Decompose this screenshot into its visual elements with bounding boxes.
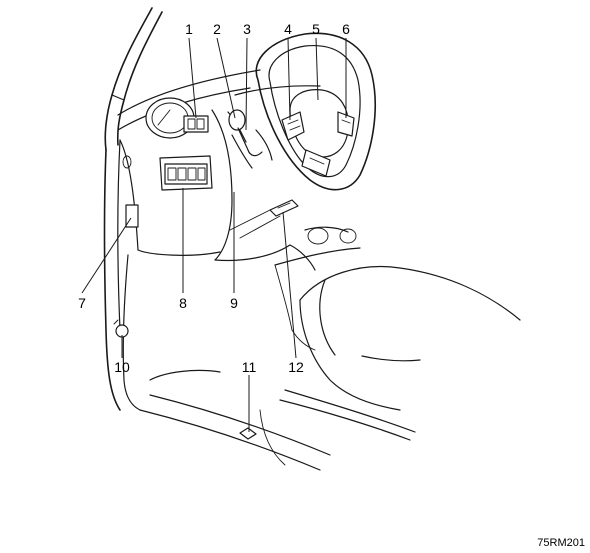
driver-seat: [274, 264, 521, 411]
callout-2: 2: [213, 21, 221, 37]
callout-8: 8: [179, 295, 187, 311]
callout-6: 6: [342, 21, 350, 37]
callout-12: 12: [288, 359, 304, 375]
a-pillar: [104, 7, 163, 151]
floor-component: [239, 427, 257, 440]
callout-4: 4: [284, 21, 292, 37]
callout-11: 11: [242, 359, 257, 375]
door-frame: [103, 139, 141, 411]
callout-10: 10: [114, 359, 130, 375]
floor-sill: [139, 369, 416, 471]
callout-9: 9: [230, 295, 238, 311]
parking-brake-lever: [269, 199, 299, 217]
steering-column: [227, 109, 273, 169]
reference-code: 75RM201: [537, 537, 585, 549]
callout-7: 7: [78, 295, 86, 311]
fuel-lid-opener: [113, 319, 129, 338]
callout-5: 5: [312, 21, 320, 37]
callout-leaders: [81, 37, 347, 432]
steering-wheel: [255, 32, 377, 191]
callout-labels: 1 2 3 4 5 6 7 8 9 10 11 12: [78, 21, 350, 375]
switch-panel: [183, 115, 209, 133]
center-console: [234, 85, 361, 271]
air-vent-panel: [159, 155, 213, 191]
callout-1: 1: [185, 21, 193, 37]
callout-3: 3: [243, 21, 251, 37]
